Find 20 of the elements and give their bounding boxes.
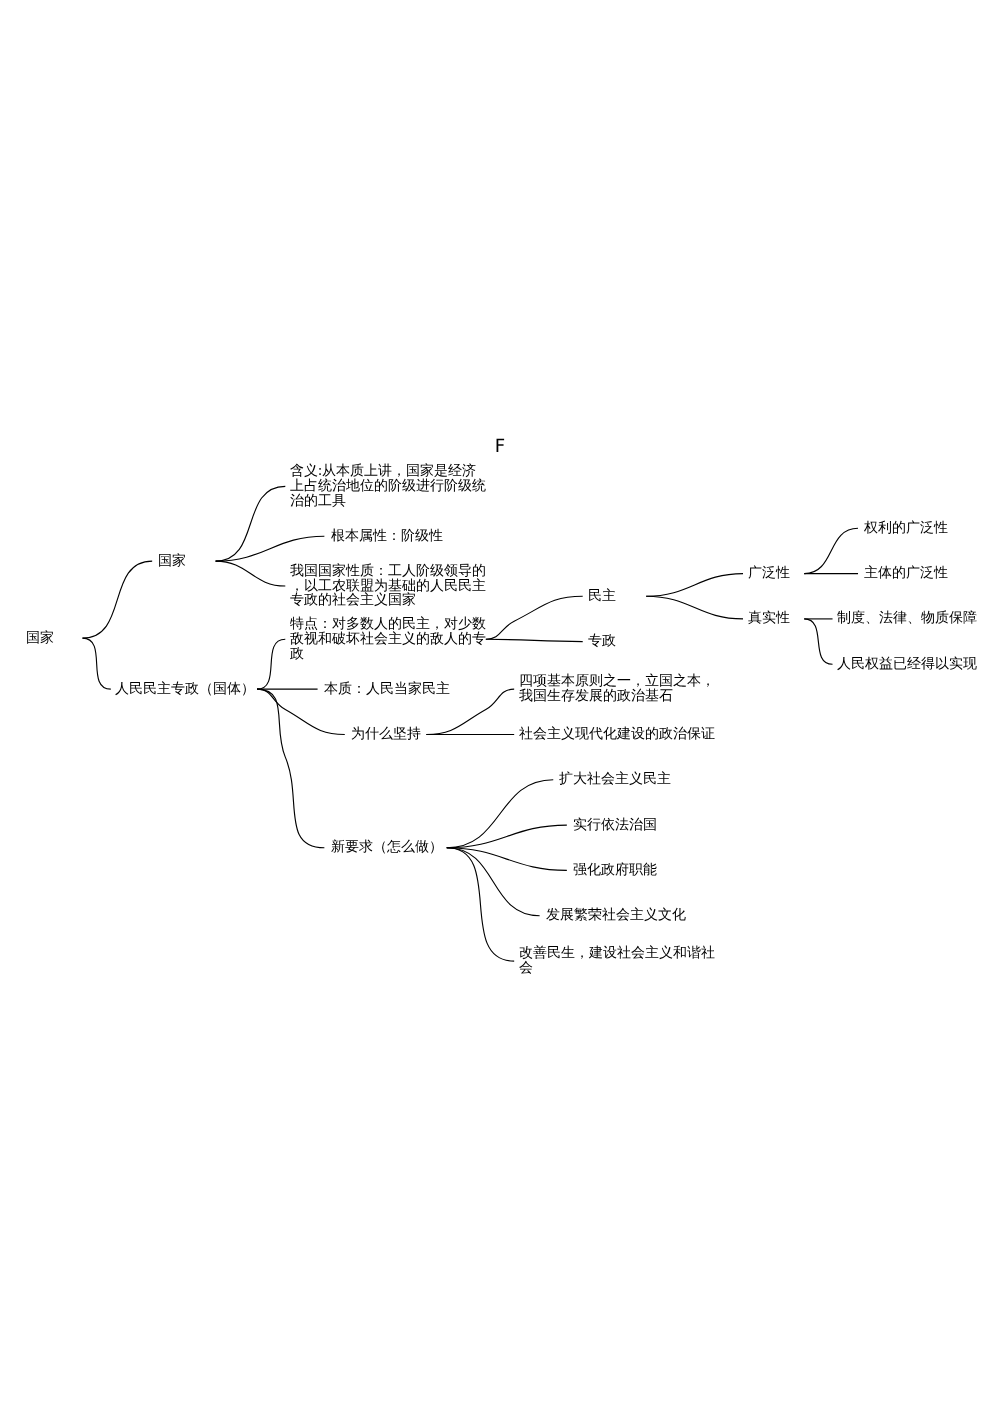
connector [215, 559, 286, 586]
connector [256, 687, 346, 735]
connector [485, 594, 584, 639]
connector [81, 559, 153, 638]
diagram-title: F [494, 436, 506, 457]
connector [425, 732, 515, 735]
connector [485, 637, 584, 642]
connector [256, 637, 286, 689]
connector [256, 687, 325, 848]
connector [803, 526, 859, 574]
connector [803, 617, 834, 619]
connector [645, 594, 744, 619]
connector [425, 687, 515, 735]
connector [446, 846, 568, 870]
connector [215, 534, 325, 561]
connector [446, 846, 515, 961]
connector [645, 572, 744, 596]
connector [81, 636, 112, 689]
connector [803, 572, 859, 574]
connector [803, 617, 834, 664]
